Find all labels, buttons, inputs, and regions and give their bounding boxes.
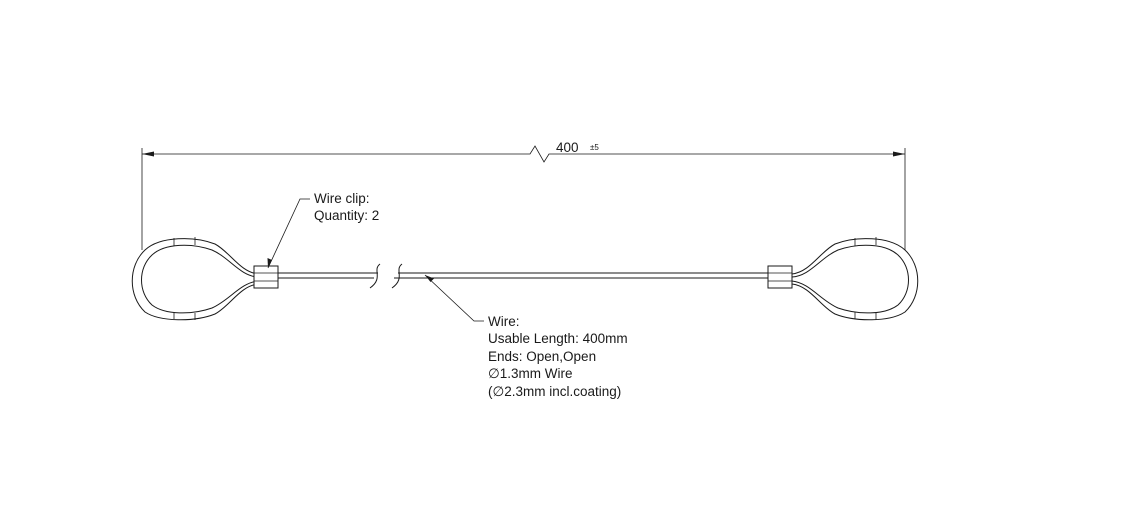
wire-break-right — [391, 263, 403, 289]
right-wire-clip — [767, 265, 793, 289]
wire-leader — [424, 274, 484, 322]
dimension-arrow-left — [142, 151, 154, 157]
left-eye-loop — [131, 237, 259, 321]
wire-callout-usable-length: Usable Length: 400mm — [488, 331, 628, 346]
wire-strand — [278, 263, 768, 289]
extension-lines — [141, 148, 906, 250]
wire-callout-coating: (∅2.3mm incl.coating) — [488, 384, 621, 399]
clip-callout-title: Wire clip: — [314, 191, 370, 206]
dimension-line — [142, 145, 905, 163]
dimension-tolerance: ±5 — [590, 143, 599, 152]
dimension-value: 400 — [556, 140, 579, 155]
left-wire-clip — [253, 265, 279, 289]
dimension-arrow-right — [893, 151, 905, 157]
clip-leader — [267, 198, 310, 269]
wire-break-left — [369, 263, 381, 289]
clip-callout-quantity: Quantity: 2 — [314, 208, 379, 223]
wire-callout-ends: Ends: Open,Open — [488, 349, 596, 364]
wire-callout-title: Wire: — [488, 314, 520, 329]
right-eye-loop — [791, 237, 919, 321]
wire-callout-diameter: ∅1.3mm Wire — [488, 366, 573, 381]
